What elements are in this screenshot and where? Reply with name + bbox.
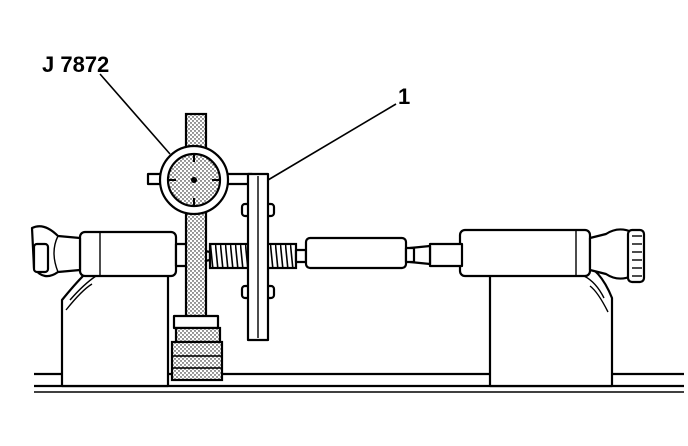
item-1-callout-label: 1 [398,84,410,109]
headstock-handwheel [30,225,82,278]
shaft [208,236,416,270]
callout-leaders [99,73,397,181]
tailstock [408,228,614,388]
dial-indicator [146,144,254,216]
tailstock-handwheel [588,228,646,284]
tool-callout-label: J 7872 [42,52,109,77]
adapter-plate [240,172,276,342]
